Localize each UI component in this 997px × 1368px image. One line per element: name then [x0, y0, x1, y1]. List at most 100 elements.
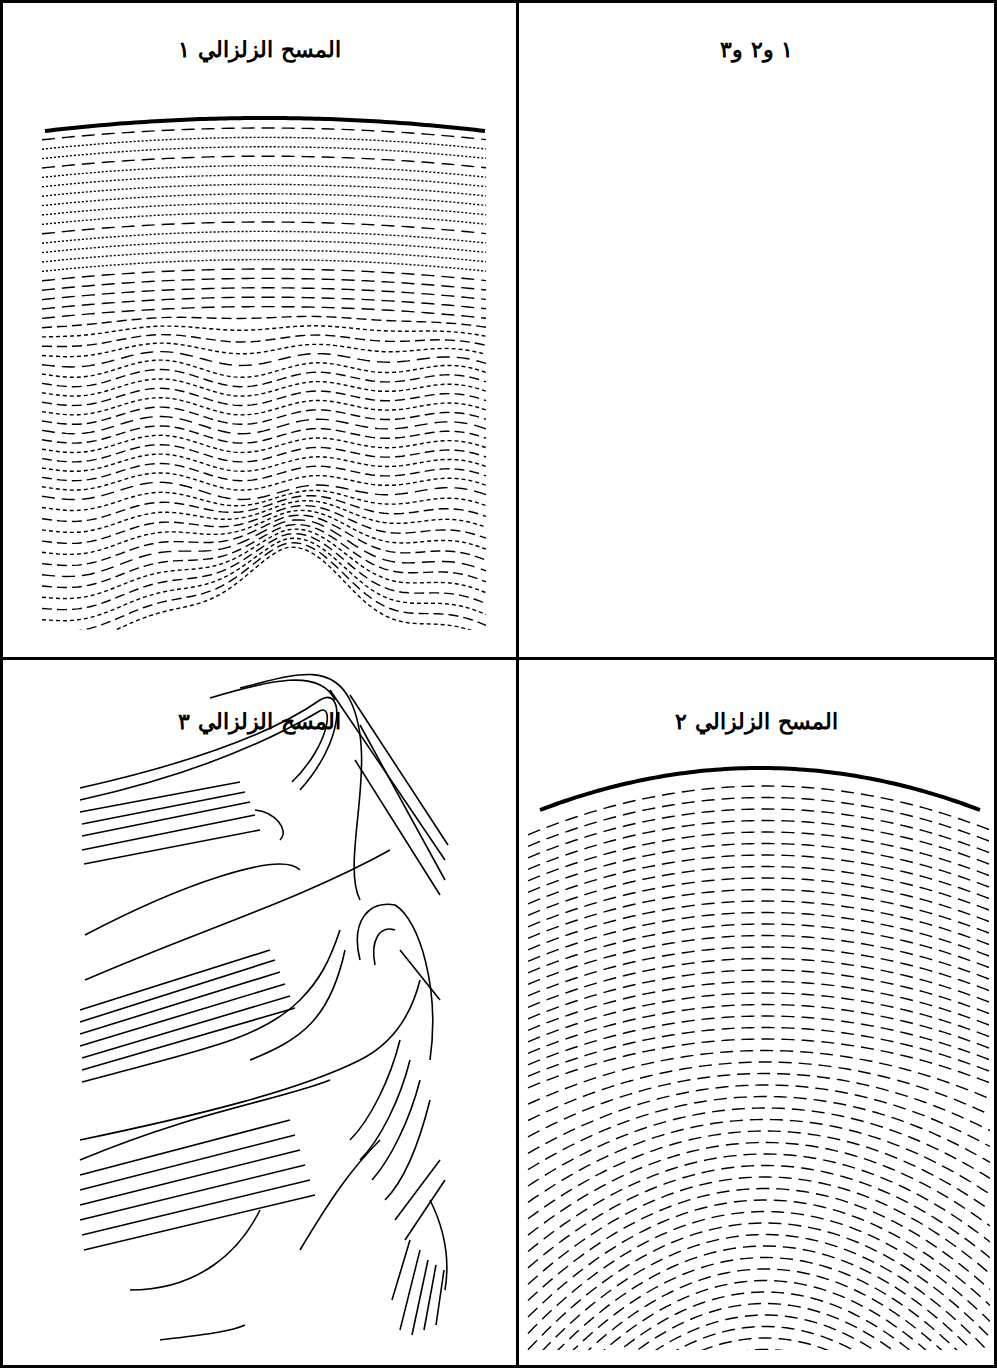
reflector-line [80, 980, 420, 1140]
reflector-line [528, 913, 990, 962]
reflector-line [372, 1080, 420, 1180]
reflector-line [80, 984, 285, 1046]
reflector-line [528, 1154, 990, 1252]
panel-heading: المسح الزلزالي ٢ [519, 708, 994, 734]
reflector-line [528, 1223, 990, 1350]
reflector-line [42, 388, 486, 405]
reflector-line [82, 996, 290, 1058]
reflector-line [42, 464, 486, 481]
reflector-line [360, 725, 445, 880]
reflector-line [528, 1062, 990, 1121]
reflector-line [528, 1304, 990, 1351]
reflector-line [528, 1350, 990, 1351]
reflector-line [374, 929, 395, 965]
reflector-line [42, 307, 486, 319]
reflector-line [80, 1150, 300, 1205]
reflector-line [528, 982, 990, 1031]
reflector-line [528, 993, 990, 1042]
reflector-line [528, 1292, 990, 1350]
reflector-line [42, 435, 486, 452]
reflector-line [42, 398, 486, 415]
seismic-survey-3 [80, 674, 448, 1340]
reflector-line [42, 194, 486, 206]
reflector-line [528, 901, 990, 950]
reflector-line [528, 798, 990, 847]
reflector-line [42, 326, 486, 337]
reflector-line [357, 904, 432, 1060]
reflector-line [424, 1265, 436, 1330]
reflector-line [528, 1005, 990, 1054]
reflector-line [80, 972, 280, 1034]
reflector-line [42, 156, 486, 168]
reflector-line [82, 1180, 310, 1235]
reflector-line [42, 496, 486, 522]
reflector-line [42, 510, 486, 554]
reflector-line [42, 184, 486, 196]
reflector-line [82, 1008, 295, 1070]
reflector-line [84, 1195, 315, 1250]
reflector-line [528, 809, 990, 858]
reflector-line [250, 950, 345, 1060]
reflector-line [528, 1016, 990, 1065]
reflector-line [42, 343, 486, 357]
reflector-line [42, 491, 486, 511]
reflector-line [42, 241, 486, 253]
reflector-line [42, 203, 486, 215]
reflector-line [42, 506, 486, 544]
reflector-line [42, 534, 486, 610]
reflector-line [528, 844, 990, 893]
reflector-line [210, 680, 335, 700]
reflector-line [528, 1212, 990, 1334]
panel-heading: المسح الزلزالي ١ [3, 36, 516, 62]
seafloor-line [45, 118, 485, 131]
reflector-line [130, 1210, 260, 1290]
reflector-line [80, 1120, 290, 1175]
reflector-line [528, 1246, 990, 1350]
reflector-line [42, 316, 486, 327]
reflector-line [82, 930, 340, 1082]
reflector-line [300, 1140, 380, 1250]
reflector-line [400, 950, 440, 1000]
reflector-line [436, 1270, 444, 1325]
reflector-line [528, 1338, 990, 1350]
reflector-line [80, 1135, 295, 1190]
panel-heading: المسح الزلزالي ٣ [3, 708, 516, 734]
reflector-line [528, 959, 990, 1008]
reflector-line [360, 1060, 410, 1160]
reflector-line [528, 1166, 990, 1268]
reflector-line [42, 231, 486, 243]
reflector-line [80, 960, 275, 1022]
reflector-line [528, 786, 990, 835]
reflector-line [528, 1200, 990, 1317]
reflector-line [42, 250, 486, 262]
reflector-line [355, 760, 440, 895]
reflector-line [528, 1039, 990, 1088]
survey-panel: المسح الزلزالي ٣ [0, 657, 519, 1368]
survey-panel: المسح الزلزالي ٢ [516, 657, 997, 1368]
reflector-line [82, 802, 250, 836]
reflector-line [42, 529, 486, 599]
reflector-line [85, 864, 300, 935]
reflector-line [528, 1028, 990, 1077]
reflector-line [528, 936, 990, 985]
reflector-line [528, 1177, 990, 1284]
survey-panel: المسح الزلزالي ١ [0, 0, 519, 660]
seafloor-line [540, 768, 980, 810]
reflector-line [42, 473, 486, 490]
reflector-line [42, 222, 486, 234]
reflector-line [42, 335, 486, 347]
reflector-line [42, 417, 486, 434]
reflector-line [42, 445, 486, 462]
reflector-line [42, 379, 486, 396]
reflector-line [42, 128, 486, 140]
reflector-line [42, 407, 486, 424]
panel-heading: ١ و٢ و٣ [519, 36, 994, 62]
reflector-line [42, 137, 486, 149]
reflector-line [42, 520, 486, 577]
reflector-line [528, 1120, 990, 1203]
reflector-line [80, 950, 270, 1010]
reflector-line [528, 821, 990, 870]
reflector-line [528, 890, 990, 939]
reflector-line [430, 1200, 447, 1290]
